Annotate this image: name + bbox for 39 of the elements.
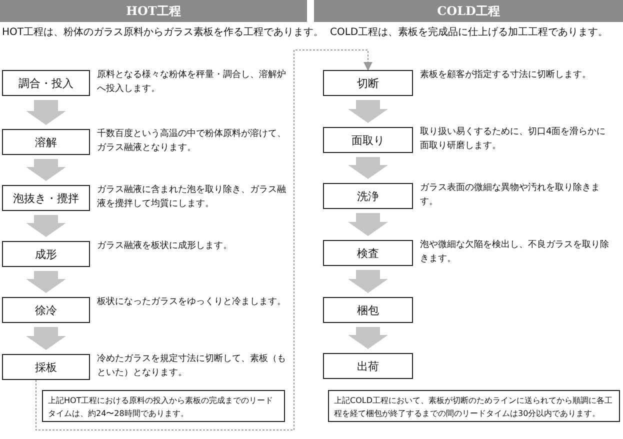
block-arrow xyxy=(348,100,388,123)
step-description: ガラス融液に含まれた泡を取り除き、ガラス融液を攪拌して均質にします。 xyxy=(97,184,287,211)
step-description: 素板を顧客が指定する寸法に切断します。 xyxy=(420,68,592,82)
block-arrow xyxy=(348,157,388,179)
connector-arrow xyxy=(36,50,372,430)
block-arrow xyxy=(26,215,66,237)
process-step-box: 出荷 xyxy=(323,353,413,379)
process-step-box: 梱包 xyxy=(323,297,413,323)
block-arrow xyxy=(348,327,388,349)
process-step-box: 洗浄 xyxy=(323,183,413,209)
step-description: 取り扱い易くするために、切口4面を滑らかに面取り研磨します。 xyxy=(420,126,607,153)
intro-text: HOT工程は、粉体のガラス原料からガラス素板を作る工程であります。 xyxy=(2,26,324,39)
process-step-box: 切断 xyxy=(323,70,413,96)
block-arrow xyxy=(26,159,66,181)
block-arrow xyxy=(26,327,66,350)
section-header: HOT工程 xyxy=(0,0,307,22)
step-description: 原料となる様々な粉体を秤量・調合し、溶解炉へ投入します。 xyxy=(97,68,287,96)
block-arrow xyxy=(26,271,66,293)
section-header: COLD工程 xyxy=(314,0,623,22)
note-box: 上記COLD工程において、素板が切断のためラインに送られてから順調に各工程を経て梱包が終了するまでの間のリードタイムは30分以内であります。 xyxy=(328,390,620,422)
process-step-box: 徐冷 xyxy=(2,297,90,323)
process-step-box: 泡抜き・攪拌 xyxy=(2,185,90,211)
process-step-box: 成形 xyxy=(2,241,90,267)
process-step-box: 調合・投入 xyxy=(2,70,90,96)
process-step-box: 溶解 xyxy=(2,129,90,155)
note-box: 上記HOT工程における原料の投入から素板の完成までのリードタイムは、約24〜28時間であります。 xyxy=(42,390,285,422)
block-arrow xyxy=(348,213,388,236)
intro-text: COLD工程は、素板を完成品に仕上げる加工工程であります。 xyxy=(330,26,608,39)
step-description: 千数百度という高温の中で粉体原料が溶けて、ガラス融液となります。 xyxy=(97,128,287,155)
process-step-box: 採板 xyxy=(2,354,90,380)
process-step-box: 検査 xyxy=(323,240,413,266)
step-description: 泡や微細な欠陥を検出し、不良ガラスを取り除きます。 xyxy=(420,238,610,266)
block-arrow xyxy=(348,270,388,293)
step-description: 板状になったガラスをゆっくりと冷まします。 xyxy=(97,296,287,309)
step-description: ガラス表面の微細な異物や汚れを取り除きます。 xyxy=(420,182,601,209)
step-description: 冷めたガラスを規定寸法に切断して、素板（もといた）となります。 xyxy=(97,352,287,380)
step-description: ガラス融液を板状に成形します。 xyxy=(97,240,233,253)
block-arrow xyxy=(26,100,66,125)
process-step-box: 面取り xyxy=(323,127,413,153)
